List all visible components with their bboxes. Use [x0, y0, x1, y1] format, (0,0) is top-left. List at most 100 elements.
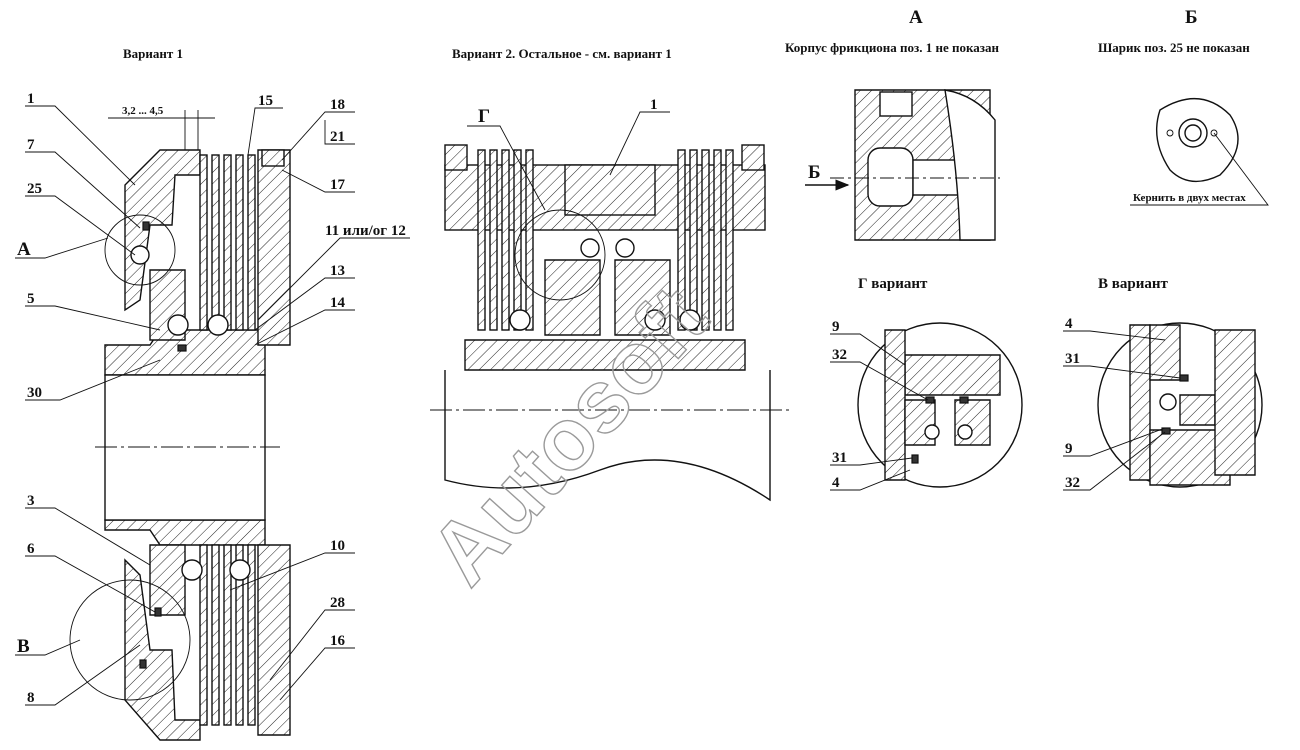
view-g-seal-3: [911, 454, 919, 464]
view-g-ball-1: [924, 424, 940, 440]
view-v-circle: [1097, 322, 1263, 488]
callout-3: 3: [27, 493, 35, 509]
v2-piston-left: [544, 259, 601, 336]
v2-ball-2: [580, 238, 600, 258]
view-a-ball-pocket: [867, 147, 914, 207]
callout-14: 14: [330, 295, 346, 311]
callout-17: 17: [330, 177, 346, 193]
seal-lower-1: [154, 607, 162, 617]
view-v-discs: [1214, 329, 1256, 476]
v2-bolt-right: [741, 144, 765, 171]
heading-view-a-letter: А: [909, 7, 923, 28]
view-g-piston-right: [954, 399, 991, 446]
view-a: [805, 89, 1000, 241]
bolt-head: [261, 149, 285, 167]
callout-28: 28: [330, 595, 345, 611]
v2-callout-1: 1: [650, 97, 658, 113]
housing-upper: [124, 149, 201, 312]
view-g-callout-32: 32: [832, 347, 847, 363]
view-b-note: Кернить в двух местах: [1133, 192, 1246, 204]
callout-6: 6: [27, 541, 35, 557]
view-v-callout-31: 31: [1065, 351, 1080, 367]
seal-upper-2: [177, 344, 187, 352]
callout-11-12: 11 или/ог 12: [325, 223, 406, 239]
view-a-callout-b: Б: [808, 162, 821, 183]
callout-30: 30: [27, 385, 42, 401]
view-v-ball: [1159, 393, 1177, 411]
seal-lower-2: [139, 659, 147, 669]
view-v-callout-4: 4: [1065, 316, 1073, 332]
v2-callout-g: Г: [478, 106, 490, 127]
callout-15: 15: [258, 93, 273, 109]
heading-view-v: В вариант: [1098, 276, 1168, 292]
heading-view-b-letter: Б: [1185, 7, 1198, 28]
view-g-body: [904, 354, 1001, 396]
callout-13: 13: [330, 263, 345, 279]
view-g: [830, 322, 1023, 491]
view-g-callout-31: 31: [832, 450, 847, 466]
friction-discs-lower: [199, 544, 256, 726]
ball-lower-2: [229, 559, 251, 581]
callout-16: 16: [330, 633, 346, 649]
heading-variant2: Вариант 2. Остальное - см. вариант 1: [452, 46, 672, 61]
callout-7: 7: [27, 137, 35, 153]
ball-lower-1: [181, 559, 203, 581]
v2-leader-g: [467, 125, 546, 211]
seal-upper-1: [142, 221, 150, 231]
view-b-leader: [1130, 132, 1269, 206]
callout-5: 5: [27, 291, 35, 307]
detail-circle-v: [69, 579, 191, 701]
callout-21: 21: [330, 129, 345, 145]
v2-hub: [464, 339, 746, 371]
view-b-punch-1: [1166, 129, 1174, 137]
view-v-seal-1: [1179, 374, 1189, 382]
view-a-break: [944, 89, 996, 241]
piston-lower: [149, 544, 186, 616]
pressure-plate-lower: [257, 544, 291, 736]
ball-upper-1: [167, 314, 189, 336]
v2-ball-4: [644, 309, 666, 331]
v2-break-line: [444, 370, 771, 502]
view-v-seal-2: [1161, 427, 1171, 435]
view-v-callout-32: 32: [1065, 475, 1080, 491]
friction-discs-upper: [199, 154, 256, 331]
v2-discs-right: [677, 149, 734, 331]
callout-10: 10: [330, 538, 345, 554]
callout-25: 25: [27, 181, 42, 197]
view-v: [1063, 322, 1263, 491]
view-g-callout-9: 9: [832, 319, 840, 335]
heading-variant1: Вариант 1: [123, 46, 183, 61]
v2-detail-circle-g: [514, 209, 606, 301]
v2-ball-3: [615, 238, 635, 258]
housing-lower: [124, 558, 201, 741]
hub-lower: [104, 519, 266, 546]
view-a-plug: [879, 91, 913, 117]
view-a-channel: [912, 159, 959, 196]
bore: [104, 374, 266, 521]
view-v-lower: [1149, 429, 1231, 486]
variant1-section: 3,2 ... 4,5: [69, 105, 291, 741]
view-b-hole-inner: [1184, 124, 1202, 142]
view-v-callout-9: 9: [1065, 441, 1073, 457]
callout-18: 18: [330, 97, 345, 113]
callout-8: 8: [27, 690, 35, 706]
view-g-circle: [857, 322, 1023, 488]
variant1-leaders: [15, 105, 410, 706]
heading-view-a-note: Корпус фрикциона поз. 1 не показан: [785, 40, 1000, 55]
view-b: [1130, 98, 1269, 206]
view-g-left-plate: [884, 329, 906, 481]
heading-view-b-note: Шарик поз. 25 не показан: [1098, 40, 1250, 55]
view-g-ball-2: [957, 424, 973, 440]
dimension-value: 3,2 ... 4,5: [122, 105, 164, 117]
view-v-upper: [1149, 324, 1181, 381]
detail-circle-a: [104, 214, 176, 286]
v2-center-housing: [564, 164, 656, 216]
view-b-punch-2: [1210, 129, 1218, 137]
v2-bolt-left: [444, 144, 468, 171]
v2-ball-1: [509, 309, 531, 331]
view-g-seal-2: [959, 396, 969, 404]
v2-ball-5: [679, 309, 701, 331]
view-b-hole-outer: [1178, 118, 1208, 148]
